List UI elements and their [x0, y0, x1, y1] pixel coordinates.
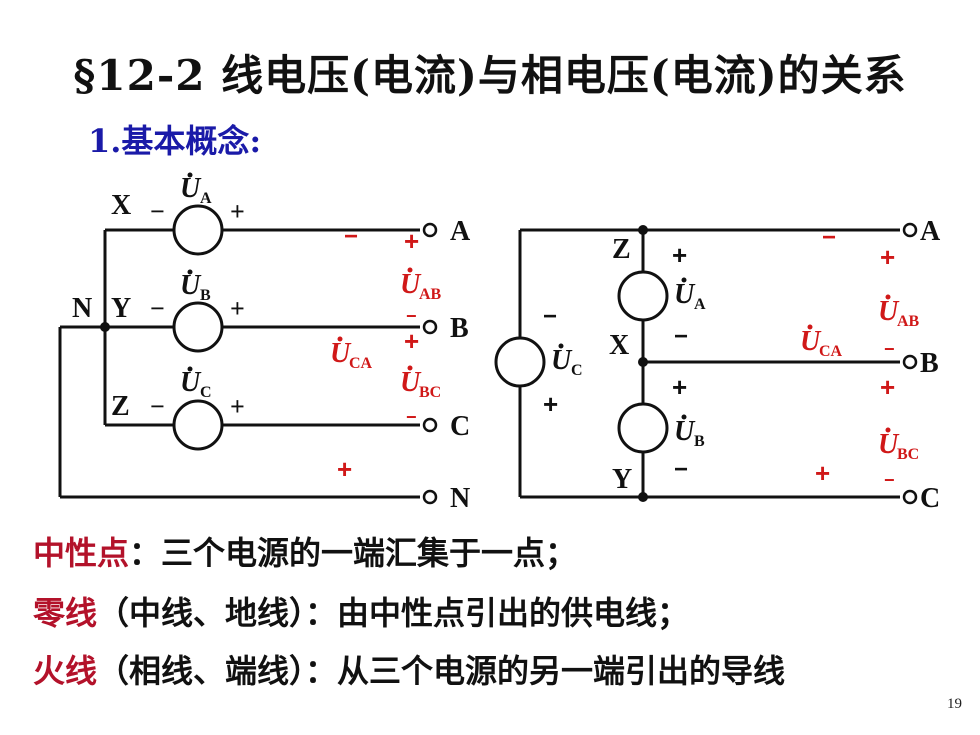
- source-b-minus: −: [150, 294, 165, 323]
- terminal-c-label-left: C: [450, 411, 470, 442]
- phase-voltage-c-sub-right: C: [571, 362, 583, 379]
- node-z-left: Z: [111, 391, 130, 422]
- terminal-c-label-right: C: [920, 483, 940, 514]
- line-voltage-ca-sub-right: CA: [819, 343, 843, 360]
- terminal-a-label-right: A: [920, 216, 941, 247]
- line-voltage-ab-right: U: [878, 296, 900, 327]
- junction-dot: [638, 225, 648, 235]
- phase-voltage-a-right: U: [674, 279, 696, 310]
- source-b-right: [617, 402, 669, 454]
- junction-dot: [638, 357, 648, 367]
- sign-plus: +: [543, 389, 558, 419]
- sign-plus: +: [880, 242, 895, 272]
- sign-minus: −: [822, 224, 836, 251]
- phase-voltage-c-sub: C: [200, 384, 212, 401]
- terminal-c-left: [422, 417, 438, 433]
- sign-plus: +: [404, 226, 419, 256]
- junction-dot: [100, 322, 110, 332]
- terminal-b-left: [422, 319, 438, 335]
- node-n-left: N: [72, 293, 92, 324]
- phase-voltage-c-left: U: [180, 367, 202, 398]
- node-z-right: Z: [612, 234, 631, 265]
- terminal-a-right: [902, 222, 918, 238]
- definition-term: 中性点: [33, 534, 130, 572]
- sign-plus: +: [337, 454, 352, 484]
- sign-minus: −: [406, 306, 417, 326]
- source-a-minus: −: [150, 197, 165, 226]
- source-a-right: [617, 270, 669, 322]
- definition-text: （中线、地线）：由中性点引出的供电线；: [97, 594, 690, 632]
- definition-text: （相线、端线）：从三个电源的另一端引出的导线: [97, 652, 786, 690]
- phase-voltage-a-sub-right: A: [694, 296, 706, 313]
- phase-voltage-b-left: U: [180, 270, 202, 301]
- page-number: 19: [947, 696, 962, 712]
- line-voltage-ab-sub-left: AB: [419, 286, 442, 303]
- sign-minus: −: [543, 303, 557, 330]
- sign-plus: +: [404, 326, 419, 356]
- definition-live-wire: 火线（相线、端线）：从三个电源的另一端引出的导线: [33, 646, 785, 692]
- node-x-left: X: [111, 190, 131, 221]
- terminal-n-label-left: N: [450, 483, 470, 514]
- line-voltage-bc-sub-right: BC: [897, 446, 919, 463]
- sign-minus: −: [884, 470, 895, 490]
- phase-voltage-a-left: U: [180, 173, 202, 204]
- definition-term: 零线: [33, 594, 98, 632]
- node-y-left: Y: [111, 293, 131, 324]
- node-x-right: X: [609, 330, 629, 361]
- phase-voltage-b-sub: B: [200, 287, 211, 304]
- sign-minus: −: [674, 456, 688, 483]
- source-a-plus: +: [230, 197, 245, 226]
- node-y-right: Y: [612, 464, 632, 495]
- line-voltage-ab-left: U: [400, 269, 422, 300]
- phase-voltage-b-sub-right: B: [694, 433, 705, 450]
- phase-voltage-c-right: U: [551, 345, 573, 376]
- sign-plus: +: [815, 458, 830, 488]
- source-a-left: [172, 204, 224, 256]
- line-voltage-ca-left: U: [330, 338, 352, 369]
- terminal-c-right: [902, 489, 918, 505]
- source-c-plus: +: [230, 392, 245, 421]
- line-voltage-ca-sub-left: CA: [349, 355, 373, 372]
- phase-voltage-b-right: U: [674, 416, 696, 447]
- line-voltage-bc-right: U: [878, 429, 900, 460]
- phase-voltage-a-sub: A: [200, 190, 212, 207]
- line-voltage-bc-left: U: [400, 367, 422, 398]
- line-voltage-bc-sub-left: BC: [419, 384, 441, 401]
- slide-title: §12-2 线电压(电流)与相电压(电流)的关系: [73, 51, 907, 100]
- terminal-a-label-left: A: [450, 216, 471, 247]
- terminal-b-right: [902, 354, 918, 370]
- sign-plus: +: [672, 372, 687, 402]
- junction-dot: [638, 492, 648, 502]
- sign-plus: +: [880, 372, 895, 402]
- section-heading: 1.基本概念:: [88, 122, 262, 160]
- definition-text: ：三个电源的一端汇集于一点；: [129, 534, 578, 572]
- source-b-left: [172, 301, 224, 353]
- terminal-b-label-left: B: [450, 313, 469, 344]
- definition-neutral-point: 中性点：三个电源的一端汇集于一点；: [33, 528, 577, 574]
- line-voltage-ab-sub-right: AB: [897, 313, 920, 330]
- sign-minus: −: [884, 339, 895, 359]
- terminal-n-left: [422, 489, 438, 505]
- source-b-plus: +: [230, 294, 245, 323]
- source-c-left: [172, 399, 224, 451]
- definition-term: 火线: [33, 652, 98, 690]
- sign-minus: −: [344, 223, 358, 250]
- source-c-right: [494, 336, 546, 388]
- definition-neutral-wire: 零线（中线、地线）：由中性点引出的供电线；: [33, 588, 689, 634]
- line-voltage-ca-right: U: [800, 326, 822, 357]
- sign-minus: −: [406, 407, 417, 427]
- terminal-b-label-right: B: [920, 348, 939, 379]
- sign-plus: +: [672, 240, 687, 270]
- sign-minus: −: [674, 323, 688, 350]
- terminal-a-left: [422, 222, 438, 238]
- source-c-minus: −: [150, 392, 165, 421]
